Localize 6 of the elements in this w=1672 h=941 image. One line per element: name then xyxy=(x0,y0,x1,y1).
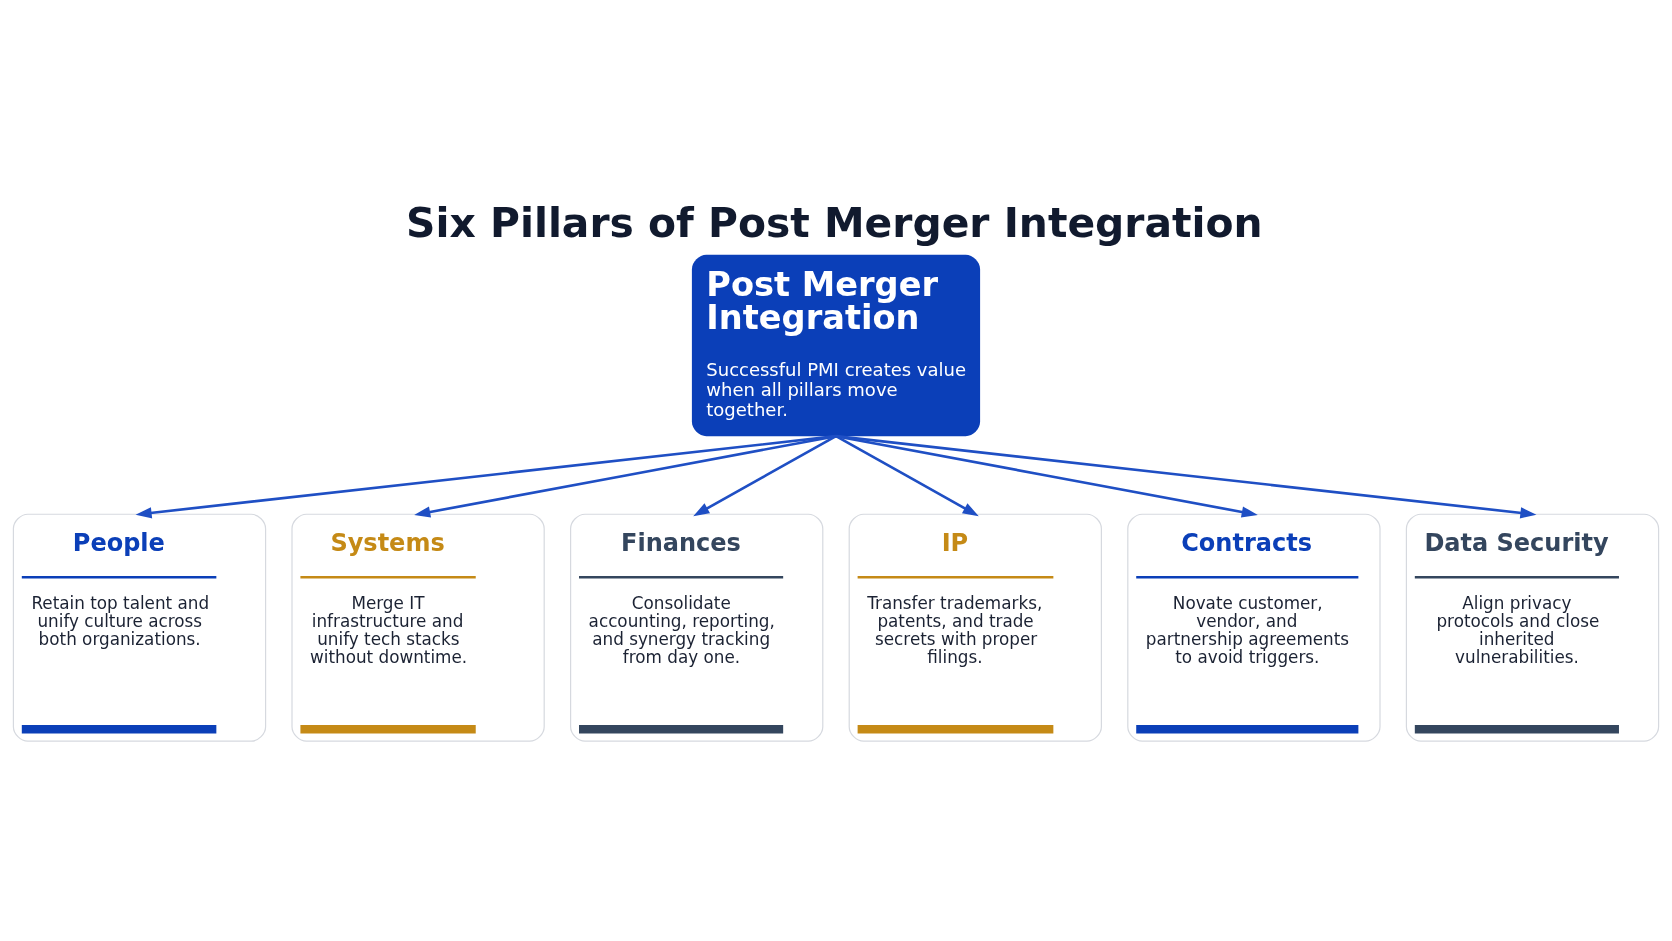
diagram-title: Six Pillars of Post Merger Integration xyxy=(406,198,1263,247)
arrow xyxy=(414,434,837,518)
node-box: Post Merger Integration Successful PMI creates value when all pillars move together. xyxy=(691,254,981,436)
arrow xyxy=(835,434,1537,518)
arrow xyxy=(135,434,837,518)
arrow xyxy=(693,434,837,516)
